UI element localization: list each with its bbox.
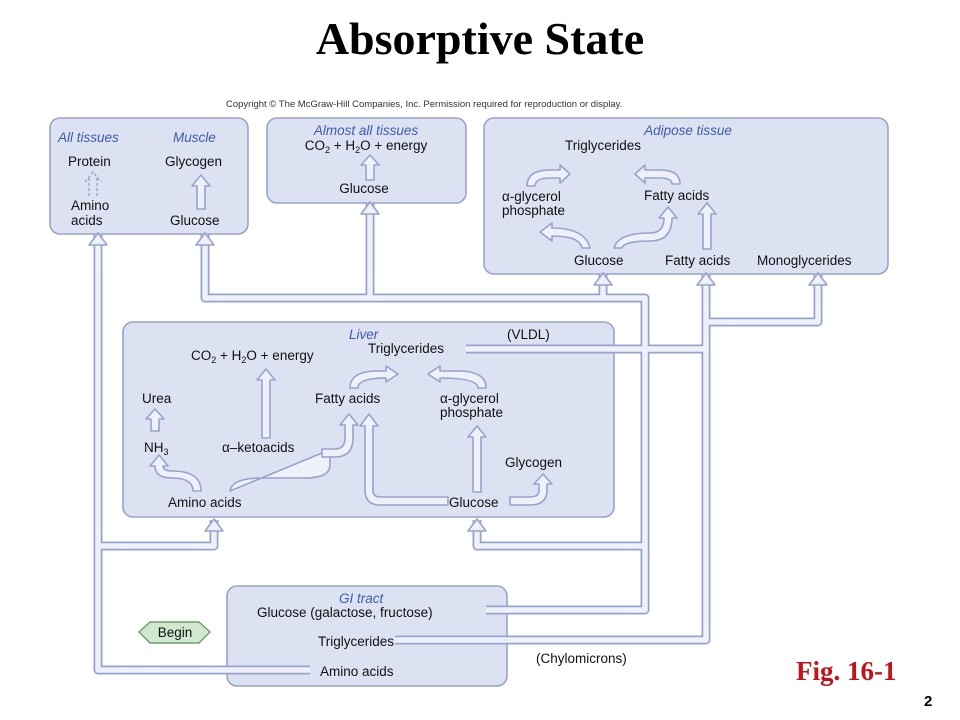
begin-label: Begin <box>158 625 193 640</box>
almost-all-tissues-header: Almost all tissues <box>313 123 419 138</box>
liver-arrows <box>145 365 553 506</box>
liver-co2-subscript: 2 <box>211 355 216 365</box>
liver-vldl: (VLDL) <box>507 327 550 342</box>
liver-co2-text: CO <box>191 348 211 363</box>
muscle-header: Muscle <box>173 130 216 145</box>
liver-glucose: Glucose <box>449 495 499 510</box>
h-text: + H <box>330 138 355 153</box>
h2o-subscript: 2 <box>355 145 360 155</box>
almost-all-co2-equation: CO2 + H2O + energy <box>305 138 428 155</box>
liver-co2-equation: CO2 + H2O + energy <box>191 348 314 365</box>
almost-all-glucose: Glucose <box>339 181 389 196</box>
gi-glucose: Glucose (galactose, fructose) <box>257 605 433 620</box>
all-tissues-amino-line2: acids <box>71 213 103 228</box>
nh3-subscript: 3 <box>164 447 169 457</box>
liver-amino-acids: Amino acids <box>168 495 242 510</box>
gi-chylomicrons: (Chylomicrons) <box>536 651 627 666</box>
pipe-arrowheads <box>88 201 828 532</box>
liver-h2o-subscript: 2 <box>241 355 246 365</box>
all-tissues-amino-line1: Amino <box>71 198 109 213</box>
muscle-glycogen: Glycogen <box>165 154 222 169</box>
nh3-text: NH <box>144 440 164 455</box>
figure-label: Fig. 16-1 <box>796 656 897 686</box>
begin-marker-shape <box>137 621 212 644</box>
co2-text: CO <box>305 138 325 153</box>
gi-amino-acids: Amino acids <box>320 664 394 679</box>
liver-triglycerides: Triglycerides <box>368 341 444 356</box>
all-tissues-header: All tissues <box>57 130 119 145</box>
liver-h-text: + H <box>216 348 241 363</box>
liver-agp-line1: α-glycerol <box>440 391 499 406</box>
muscle-arrows <box>84 154 380 210</box>
adipose-arrows <box>526 164 717 250</box>
liver-fatty-acids: Fatty acids <box>315 391 381 406</box>
liver-glycogen: Glycogen <box>505 455 562 470</box>
adipose-glucose: Glucose <box>574 253 624 268</box>
adipose-agp-line2: phosphate <box>502 203 565 218</box>
liver-header: Liver <box>349 327 379 342</box>
liver-urea: Urea <box>142 391 172 406</box>
page-number: 2 <box>924 693 933 710</box>
adipose-tissue-box <box>483 117 889 275</box>
adipose-triglycerides: Triglycerides <box>565 138 641 153</box>
gi-tract-header: GI tract <box>339 591 385 606</box>
adipose-fatty-acids-bottom: Fatty acids <box>665 253 731 268</box>
liver-o-energy-text: O + energy <box>246 348 313 363</box>
adipose-header: Adipose tissue <box>643 123 732 138</box>
o-energy-text: O + energy <box>360 138 427 153</box>
muscle-glucose: Glucose <box>170 213 220 228</box>
co2-subscript: 2 <box>325 145 330 155</box>
liver-ketoacids: α–ketoacids <box>222 440 295 455</box>
liver-agp-line2: phosphate <box>440 405 503 420</box>
slide-title: Absorptive State <box>315 13 645 64</box>
adipose-monoglycerides: Monoglycerides <box>757 253 852 268</box>
all-tissues-protein: Protein <box>68 154 111 169</box>
adipose-agp-line1: α-glycerol <box>502 189 561 204</box>
liver-nh3: NH3 <box>144 440 169 457</box>
gi-triglycerides: Triglycerides <box>318 634 394 649</box>
copyright-notice: Copyright © The McGraw-Hill Companies, I… <box>226 99 623 110</box>
adipose-fatty-acids-top: Fatty acids <box>644 188 710 203</box>
pathway-pipes <box>93 203 823 675</box>
